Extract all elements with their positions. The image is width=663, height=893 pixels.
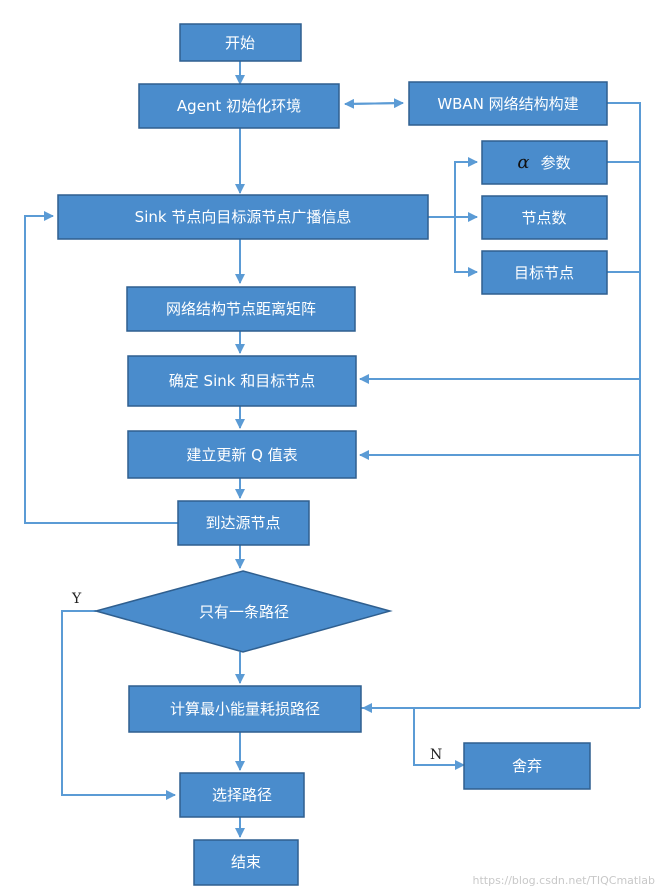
- end-node: [193, 839, 299, 886]
- wban-label: WBAN 网络结构构建: [437, 95, 578, 113]
- reach-label: 到达源节点: [205, 514, 280, 532]
- edge-decision-yes-select: [61, 610, 176, 800]
- edge-split-target: [454, 217, 478, 277]
- alpha-node: [481, 140, 608, 185]
- no-label: N: [430, 747, 442, 763]
- alpha-label: α 参数: [517, 152, 570, 173]
- broadcast-label: Sink 节点向目标源节点广播信息: [135, 208, 352, 226]
- update-q-node: [127, 430, 357, 479]
- node-labels: 开始 Agent 初始化环境 WBAN 网络结构构建 α 参数 节点数 目标节点…: [135, 34, 579, 871]
- select-node: [179, 772, 305, 818]
- discard-label: 舍弃: [512, 757, 542, 775]
- target-node-label: 目标节点: [514, 264, 574, 282]
- end-label: 结束: [231, 853, 261, 871]
- compute-node: [128, 685, 362, 733]
- edge-broadcast-split: [428, 157, 478, 218]
- broadcast-node: [57, 194, 429, 240]
- alpha-text: 参数: [541, 154, 571, 172]
- init-node: [138, 83, 340, 129]
- start-label: 开始: [225, 34, 255, 52]
- init-label: Agent 初始化环境: [177, 97, 301, 115]
- matrix-label: 网络结构节点距离矩阵: [166, 300, 316, 318]
- matrix-node: [126, 286, 356, 332]
- discard-node: [463, 742, 591, 790]
- determine-node: [127, 355, 357, 407]
- select-label: 选择路径: [212, 786, 272, 804]
- watermark: https://blog.csdn.net/TIQCmatlab: [472, 874, 655, 887]
- nodecount-label: 节点数: [521, 209, 566, 227]
- nodes: [57, 23, 608, 886]
- edge-wban-init: [344, 98, 404, 109]
- alpha-symbol: α: [517, 152, 529, 173]
- decision-node: [93, 570, 393, 653]
- edge-wban-update: [607, 102, 641, 708]
- edge-reach-loop: [24, 211, 178, 524]
- reach-node: [177, 500, 310, 546]
- wban-node: [408, 81, 608, 126]
- nodecount-node: [481, 195, 608, 240]
- update-q-label: 建立更新 Q 值表: [186, 446, 297, 464]
- decision-label: 只有一条路径: [199, 603, 289, 621]
- edge-compute-no-discard: [361, 707, 465, 770]
- start-node: [179, 23, 302, 62]
- yes-label: Y: [71, 591, 82, 607]
- compute-label: 计算最小能量耗损路径: [170, 700, 320, 718]
- determine-label: 确定 Sink 和目标节点: [169, 372, 315, 390]
- target-node-box: [481, 250, 608, 295]
- connectors: [24, 61, 641, 838]
